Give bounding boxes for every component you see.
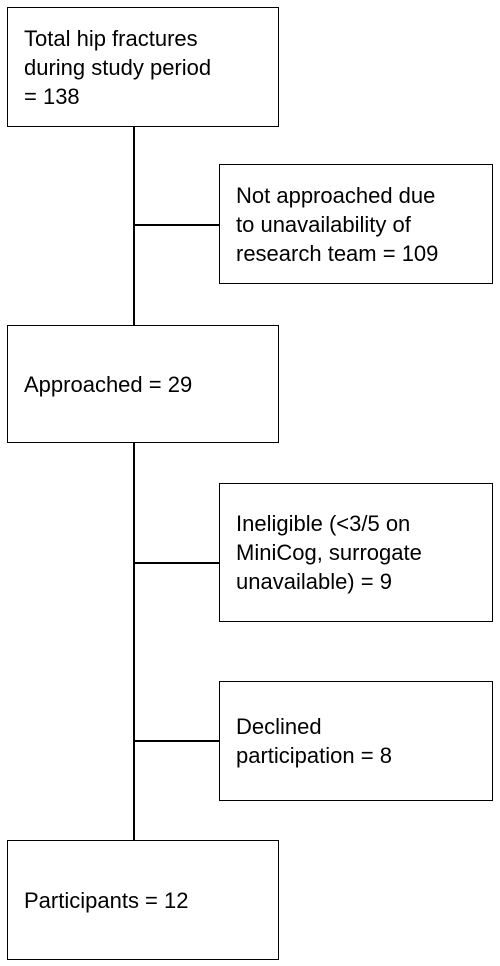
participants-label: Participants = 12 bbox=[24, 887, 189, 913]
not-approached-label: Not approached due to unavailability of … bbox=[236, 182, 439, 266]
not-approached-box: Not approached due to unavailability of … bbox=[219, 164, 493, 284]
ineligible-label: Ineligible (<3/5 on MiniCog, surrogate u… bbox=[236, 511, 422, 594]
declined-box: Declined participation = 8 bbox=[219, 681, 493, 801]
participants-box: Participants = 12 bbox=[7, 840, 279, 960]
ineligible-box: Ineligible (<3/5 on MiniCog, surrogate u… bbox=[219, 483, 493, 622]
total-hip-fractures-label: Total hip fractures during study period … bbox=[24, 25, 212, 109]
approached-box: Approached = 29 bbox=[7, 325, 279, 443]
approached-label: Approached = 29 bbox=[24, 371, 193, 397]
declined-label: Declined participation = 8 bbox=[236, 714, 392, 768]
total-hip-fractures-box: Total hip fractures during study period … bbox=[7, 7, 279, 127]
connector-line-branch-ineligible bbox=[133, 562, 219, 564]
connector-line-main-1 bbox=[133, 127, 135, 325]
connector-line-main-2 bbox=[133, 443, 135, 840]
connector-line-branch-not-approached bbox=[133, 224, 219, 226]
connector-line-branch-declined bbox=[133, 740, 219, 742]
